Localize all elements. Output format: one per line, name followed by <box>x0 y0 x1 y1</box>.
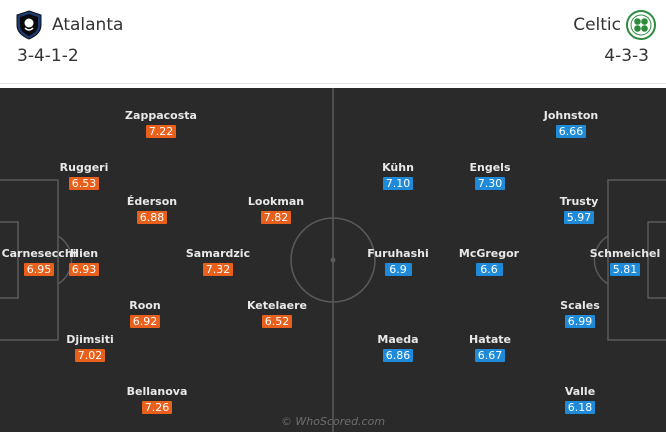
away-formation: 4-3-3 <box>604 46 649 66</box>
player-rating-badge: 6.18 <box>564 401 596 414</box>
player-rating-badge: 6.67 <box>474 349 506 362</box>
player-rating-badge: 7.02 <box>74 349 106 362</box>
player-rating-badge: 5.97 <box>563 211 595 224</box>
player-trusty[interactable]: Trusty 5.97 <box>524 195 634 226</box>
home-team-name[interactable]: Atalanta <box>52 15 124 35</box>
player-furuhashi[interactable]: Furuhashi 6.9 <box>343 247 453 278</box>
player-name: Djimsiti <box>66 333 114 346</box>
player-samardzic[interactable]: Samardzic 7.32 <box>163 247 273 278</box>
away-team-name[interactable]: Celtic <box>573 15 621 35</box>
celtic-crest-icon[interactable] <box>626 10 656 40</box>
player-rating-badge: 5.81 <box>609 263 641 276</box>
player-rating-badge: 7.32 <box>202 263 234 276</box>
player-name: Schmeichel <box>589 247 661 260</box>
home-formation: 3-4-1-2 <box>17 46 79 66</box>
player-rating-badge: 6.92 <box>129 315 161 328</box>
player-name: Ketelaere <box>246 299 308 312</box>
player-rating-badge: 7.30 <box>474 177 506 190</box>
player-mcgregor[interactable]: McGregor 6.6 <box>434 247 544 278</box>
player-name: Furuhashi <box>367 247 429 260</box>
player-ketelaere[interactable]: Ketelaere 6.52 <box>222 299 332 330</box>
player-rating-badge: 6.6 <box>475 263 503 276</box>
player-rating-badge: 6.9 <box>384 263 412 276</box>
player-scales[interactable]: Scales 6.99 <box>525 299 635 330</box>
player-hien[interactable]: Hien 6.93 <box>29 247 139 278</box>
player-rating-badge: 6.86 <box>382 349 414 362</box>
player-name: Lookman <box>247 195 305 208</box>
pitch: Zappacosta 7.22 Ruggeri 6.53 Éderson 6.8… <box>0 88 666 432</box>
player-rating-badge: 6.95 <box>23 263 55 276</box>
player-rating-badge: 6.88 <box>136 211 168 224</box>
player-carnesecchi[interactable]: Carnesecchi 6.95 <box>0 247 94 278</box>
player-zappacosta[interactable]: Zappacosta 7.22 <box>106 109 216 140</box>
atalanta-crest-icon[interactable] <box>14 10 44 40</box>
player-rating-badge: 6.53 <box>68 177 100 190</box>
player-hatate[interactable]: Hatate 6.67 <box>435 333 545 364</box>
player-name: Carnesecchi <box>1 247 77 260</box>
player-ruggeri[interactable]: Ruggeri 6.53 <box>29 161 139 192</box>
player-name: Kühn <box>382 161 414 174</box>
player-engels[interactable]: Engels 7.30 <box>435 161 545 192</box>
player-rating-badge: 6.66 <box>555 125 587 138</box>
player-rating-badge: 7.82 <box>260 211 292 224</box>
player-djimsiti[interactable]: Djimsiti 7.02 <box>35 333 145 364</box>
player-rating-badge: 6.52 <box>261 315 293 328</box>
player-name: Samardzic <box>185 247 251 260</box>
player-name: Roon <box>129 299 161 312</box>
player-rating-badge: 6.93 <box>68 263 100 276</box>
player-name: Johnston <box>543 109 599 122</box>
match-header: Atalanta 3-4-1-2 Celtic 4-3-3 <box>0 0 666 84</box>
player-rating-badge: 7.26 <box>141 401 173 414</box>
player-lookman[interactable]: Lookman 7.82 <box>221 195 331 226</box>
player-name: Engels <box>469 161 511 174</box>
player-name: Hatate <box>468 333 512 346</box>
player-name: Maeda <box>377 333 419 346</box>
player-name: Trusty <box>559 195 599 208</box>
player-ederson[interactable]: Éderson 6.88 <box>97 195 207 226</box>
player-maeda[interactable]: Maeda 6.86 <box>343 333 453 364</box>
player-name: Zappacosta <box>125 109 197 122</box>
player-name: Hien <box>69 247 99 260</box>
player-name: McGregor <box>458 247 520 260</box>
player-name: Valle <box>564 385 596 398</box>
player-johnston[interactable]: Johnston 6.66 <box>516 109 626 140</box>
player-name: Ruggeri <box>59 161 109 174</box>
player-valle[interactable]: Valle 6.18 <box>525 385 635 416</box>
pitch-markings <box>0 88 666 432</box>
player-name: Éderson <box>126 195 178 208</box>
player-bellanova[interactable]: Bellanova 7.26 <box>102 385 212 416</box>
player-rating-badge: 6.99 <box>564 315 596 328</box>
player-kuhn[interactable]: Kühn 7.10 <box>343 161 453 192</box>
player-rating-badge: 7.22 <box>145 125 177 138</box>
whoscored-watermark: © WhoScored.com <box>280 415 386 428</box>
player-rating-badge: 7.10 <box>382 177 414 190</box>
player-roon[interactable]: Roon 6.92 <box>90 299 200 330</box>
player-name: Scales <box>560 299 600 312</box>
player-name: Bellanova <box>126 385 188 398</box>
player-schmeichel[interactable]: Schmeichel 5.81 <box>570 247 666 278</box>
